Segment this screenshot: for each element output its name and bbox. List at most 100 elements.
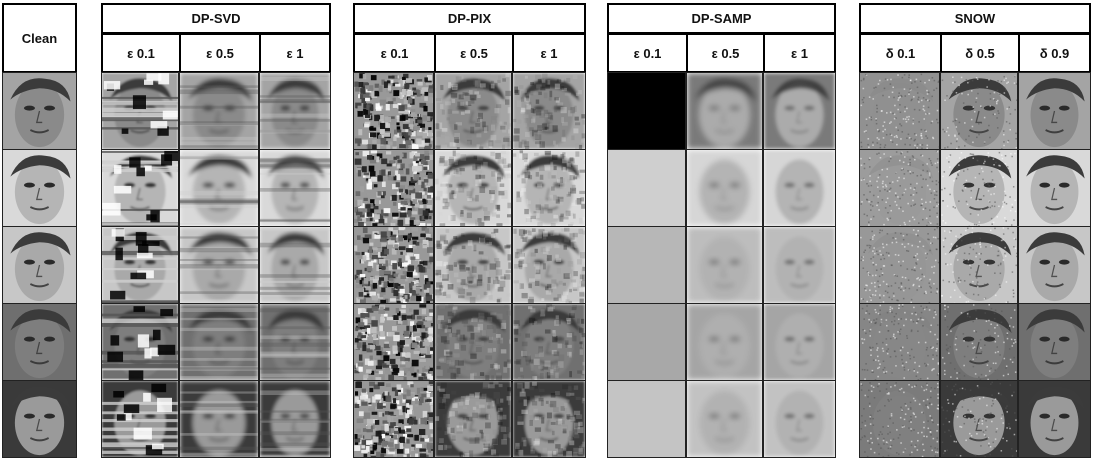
face-image (859, 72, 940, 150)
face-image (259, 226, 331, 304)
face-image (859, 226, 940, 304)
face-image-graphic (102, 73, 178, 149)
face-image-graphic (1019, 304, 1090, 380)
face-image-graphic (260, 227, 330, 303)
face-image-graphic (764, 304, 835, 380)
face-image (686, 226, 763, 304)
face-image-graphic (687, 73, 762, 149)
face-image (2, 72, 77, 150)
param-header: ε 1 (512, 33, 586, 73)
param-header: ε 0.5 (434, 33, 514, 73)
face-image (101, 380, 179, 458)
face-image-graphic (860, 150, 939, 226)
face-image-graphic (764, 150, 835, 226)
face-image (434, 226, 512, 304)
face-image (763, 72, 836, 150)
face-image (1018, 149, 1091, 227)
face-image (686, 380, 763, 458)
param-header: ε 0.1 (101, 33, 181, 73)
face-image (607, 149, 686, 227)
face-image (763, 149, 836, 227)
face-image-graphic (260, 73, 330, 149)
face-image (353, 72, 434, 150)
face-image-graphic (180, 227, 258, 303)
group-header-snow: SNOW (859, 3, 1091, 34)
face-image-graphic (941, 150, 1017, 226)
face-image (686, 303, 763, 381)
face-image (101, 226, 179, 304)
face-image-graphic (260, 304, 330, 380)
face-image-graphic (102, 150, 178, 226)
face-image-graphic (260, 150, 330, 226)
face-image (353, 303, 434, 381)
face-image-graphic (354, 381, 433, 457)
group-header-dp-pix: DP-PIX (353, 3, 586, 34)
face-image-graphic (3, 227, 76, 303)
face-image-graphic (1019, 73, 1090, 149)
face-image (434, 380, 512, 458)
face-image (434, 303, 512, 381)
param-header: ε 0.1 (607, 33, 688, 73)
face-image-graphic (513, 227, 585, 303)
face-image-graphic (3, 304, 76, 380)
face-image-graphic (941, 304, 1017, 380)
face-image (259, 149, 331, 227)
face-image-graphic (764, 73, 835, 149)
face-image (763, 303, 836, 381)
face-image-graphic (260, 381, 330, 457)
face-image (1018, 303, 1091, 381)
face-image (179, 226, 259, 304)
group-header-dp-svd: DP-SVD (101, 3, 331, 34)
face-image (353, 226, 434, 304)
face-image (607, 72, 686, 150)
face-image-graphic (513, 381, 585, 457)
face-image-graphic (3, 73, 76, 149)
face-image (686, 72, 763, 150)
face-image-graphic (608, 227, 685, 303)
face-image (607, 303, 686, 381)
face-image (940, 226, 1018, 304)
face-image-graphic (608, 73, 685, 149)
face-image-graphic (764, 381, 835, 457)
face-image (512, 303, 586, 381)
face-image-graphic (435, 150, 511, 226)
face-image (1018, 380, 1091, 458)
param-header: ε 1 (259, 33, 331, 73)
face-image-graphic (354, 73, 433, 149)
face-image (101, 303, 179, 381)
face-image-graphic (354, 227, 433, 303)
face-image (512, 72, 586, 150)
face-image-graphic (687, 304, 762, 380)
face-image (259, 72, 331, 150)
face-image-graphic (435, 73, 511, 149)
face-image-graphic (435, 304, 511, 380)
face-image (259, 380, 331, 458)
face-image-graphic (435, 227, 511, 303)
face-image-graphic (941, 381, 1017, 457)
face-image-graphic (354, 150, 433, 226)
face-image-graphic (687, 381, 762, 457)
face-image-graphic (687, 227, 762, 303)
face-image-graphic (102, 227, 178, 303)
face-image-graphic (102, 381, 178, 457)
face-image-graphic (860, 381, 939, 457)
param-header: δ 0.9 (1018, 33, 1091, 73)
face-image (2, 303, 77, 381)
face-image (940, 72, 1018, 150)
face-image (940, 380, 1018, 458)
face-image (512, 380, 586, 458)
face-image (2, 380, 77, 458)
face-image-graphic (1019, 227, 1090, 303)
param-header: δ 0.1 (859, 33, 942, 73)
face-image (1018, 226, 1091, 304)
face-image-graphic (941, 227, 1017, 303)
face-image (179, 149, 259, 227)
face-image-graphic (513, 73, 585, 149)
face-image-graphic (687, 150, 762, 226)
face-image-graphic (3, 150, 76, 226)
face-image (2, 149, 77, 227)
face-image (859, 380, 940, 458)
face-image (607, 380, 686, 458)
face-image (763, 380, 836, 458)
face-image (512, 226, 586, 304)
